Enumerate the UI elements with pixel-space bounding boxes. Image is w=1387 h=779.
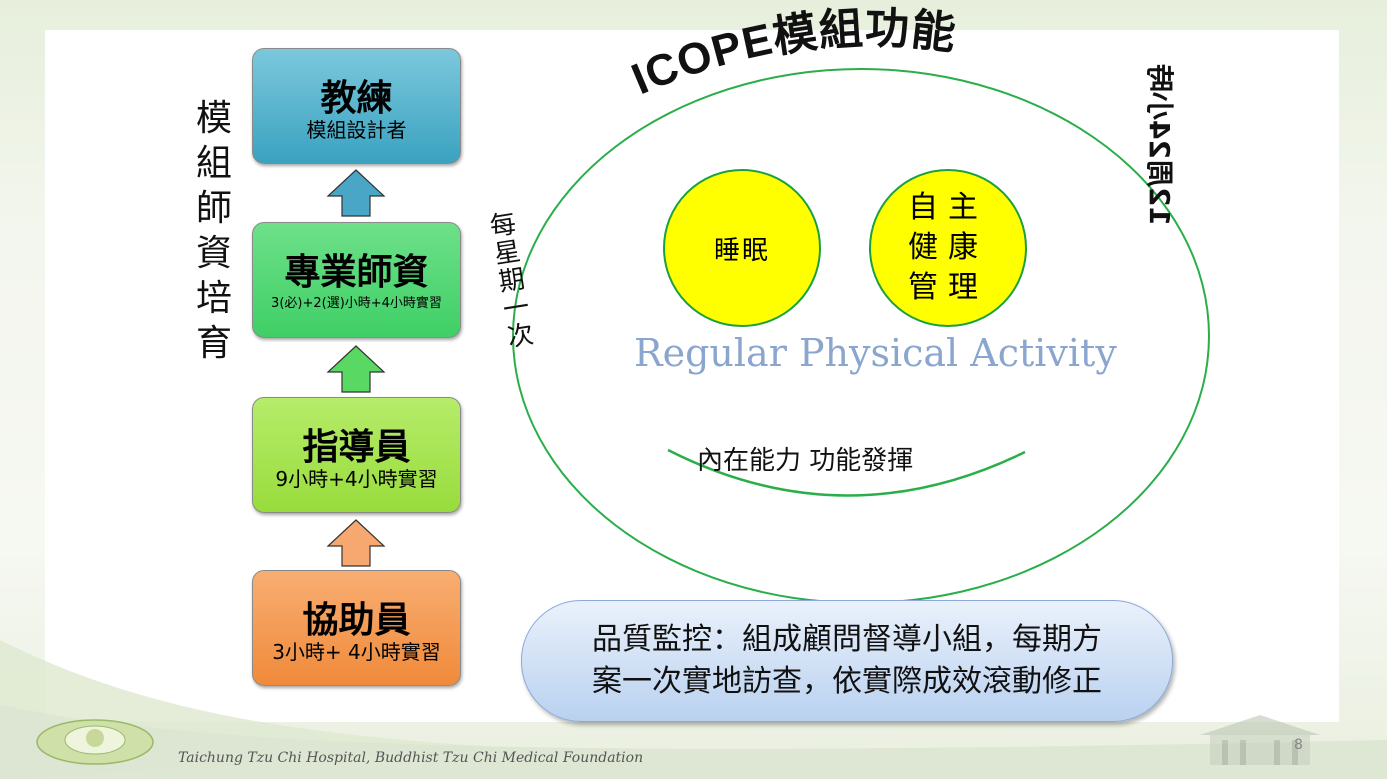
self-health-line: 自主 <box>908 190 988 225</box>
level-box-instructor: 指導員 9小時+4小時實習 <box>252 397 461 513</box>
self-health-line: 管理 <box>908 270 988 305</box>
level-box-assistant: 協助員 3小時+ 4小時實習 <box>252 570 461 686</box>
quality-control-box: 品質監控：組成顧問督導小組，每期方 案一次實地訪查，依實際成效滾動修正 <box>521 600 1173 722</box>
level-subtitle: 模組設計者 <box>306 118 407 142</box>
vertical-title: 模組師資培育 <box>195 98 232 364</box>
sleep-circle: 睡眠 <box>663 169 821 327</box>
footer-text: Taichung Tzu Chi Hospital, Buddhist Tzu … <box>178 750 644 766</box>
level-title: 指導員 <box>302 427 411 468</box>
sleep-label: 睡眠 <box>713 235 770 266</box>
arrow-up-icon <box>326 519 386 567</box>
quality-line: 品質監控：組成顧問督導小組，每期方 <box>592 622 1102 657</box>
duration-label: 12周24小時 <box>1143 64 1176 226</box>
quality-line: 案一次實地訪查，依實際成效滾動修正 <box>592 664 1102 699</box>
level-title: 協助員 <box>302 600 411 641</box>
lotus-logo-icon <box>36 719 154 765</box>
level-title: 專業師資 <box>284 252 429 293</box>
level-box-coach: 教練 模組設計者 <box>252 48 461 164</box>
level-box-professional: 專業師資 3(必)+2(選)小時+4小時實習 <box>252 222 461 338</box>
page-number: 8 <box>1294 737 1303 753</box>
ability-label: 內在能力 功能發揮 <box>697 446 914 476</box>
footer-band <box>0 705 1387 779</box>
self-health-line: 健康 <box>908 230 988 265</box>
activity-label: Regular Physical Activity <box>634 331 1117 375</box>
self-health-circle: 自主 健康 管理 <box>869 169 1027 327</box>
level-subtitle: 3(必)+2(選)小時+4小時實習 <box>271 296 442 311</box>
temple-icon <box>1200 715 1320 765</box>
level-title: 教練 <box>320 78 393 119</box>
level-subtitle: 9小時+4小時實習 <box>275 467 438 491</box>
arrow-up-icon <box>326 169 386 217</box>
arrow-up-icon <box>326 345 386 393</box>
level-subtitle: 3小時+ 4小時實習 <box>272 640 441 664</box>
